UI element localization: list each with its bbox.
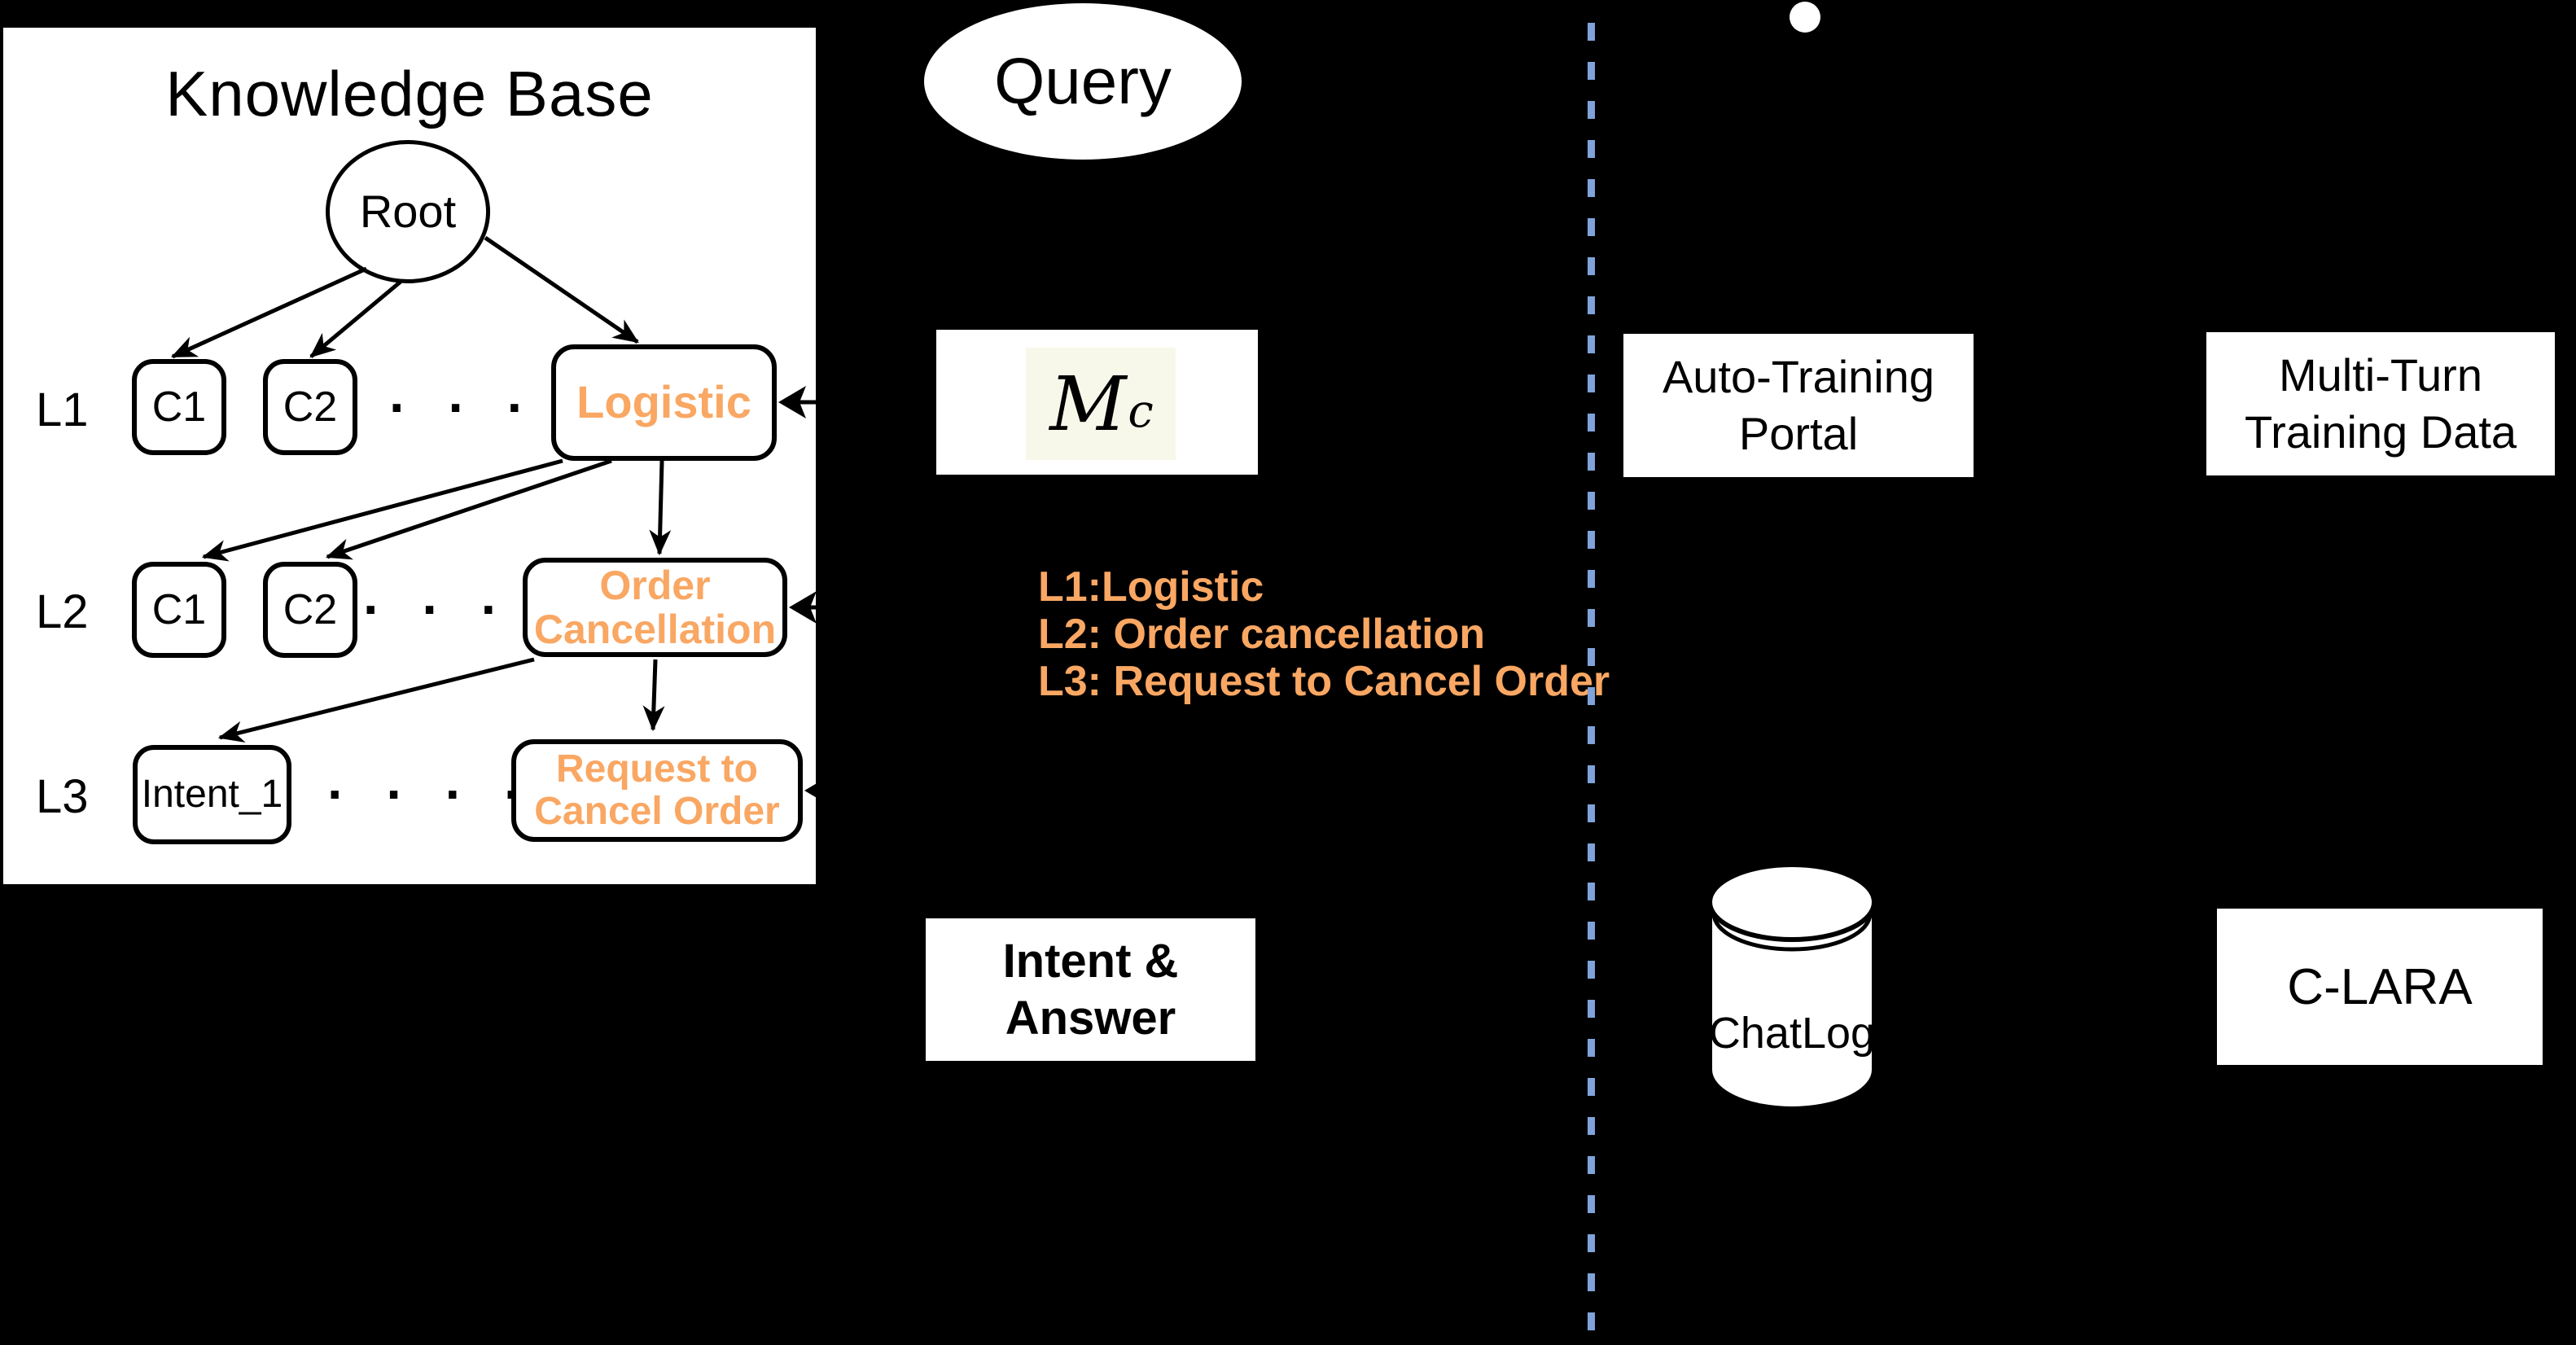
- l2-node-c1: C1: [132, 562, 226, 658]
- classifier-symbol: M: [1049, 360, 1127, 448]
- edge-root-logistic: [484, 235, 639, 344]
- chatlog-label: ChatLog: [1708, 1009, 1876, 1058]
- edge-root-c2: [309, 280, 402, 358]
- chatlog-database-icon: [1707, 862, 1877, 1111]
- level-label-l2: L2: [36, 585, 89, 638]
- classification-result-text: L1:Logistic L2: Order cancellation L3: R…: [1038, 563, 1610, 705]
- classification-line-l2: L2: Order cancellation: [1038, 611, 1486, 658]
- multi-turn-training-data-box: Multi-Turn Training Data: [2206, 332, 2555, 475]
- intent-answer-box: Intent & Answer: [926, 918, 1255, 1061]
- knowledge-base-panel: Knowledge Base Root L1 C1 C2 · · · · · L…: [3, 28, 816, 884]
- l3-node-request-cancel-order: Request to Cancel Order: [511, 739, 803, 842]
- l1-node-logistic: Logistic: [551, 344, 777, 461]
- classification-line-l1: L1:Logistic: [1038, 563, 1264, 611]
- connector-dot: [1790, 2, 1820, 33]
- edge-ordercancellation-intent1: [217, 657, 535, 743]
- l1-node-c2: C2: [263, 359, 357, 455]
- edge-logistic-ordercancellation: [649, 460, 672, 556]
- l2-node-c2: C2: [263, 562, 357, 658]
- classification-line-l3: L3: Request to Cancel Order: [1038, 658, 1610, 705]
- edge-ordercancellation-request: [642, 659, 665, 732]
- l3-node-intent-1: Intent_1: [133, 745, 291, 844]
- knowledge-base-title: Knowledge Base: [165, 58, 654, 129]
- query-ellipse: Query: [924, 3, 1242, 160]
- arrowhead-into-ordercancellation-icon: [789, 591, 816, 624]
- auto-training-portal-box: Auto-Training Portal: [1623, 334, 1974, 477]
- arrowhead-into-logistic-icon: [778, 386, 806, 418]
- c-lara-box: C-LARA: [2217, 909, 2543, 1065]
- level-label-l3: L3: [36, 770, 89, 823]
- level-label-l1: L1: [36, 383, 89, 436]
- l2-node-order-cancellation: Order Cancellation: [523, 558, 787, 657]
- root-node: Root: [326, 140, 490, 283]
- edge-root-c1: [170, 266, 368, 359]
- l1-node-c1: C1: [132, 359, 226, 455]
- edge-logistic-l2c2: [325, 458, 612, 560]
- section-separator-dashed-line: [1588, 23, 1595, 1343]
- arrowhead-into-request-icon: [804, 783, 816, 798]
- edge-logistic-l2c1: [201, 458, 563, 562]
